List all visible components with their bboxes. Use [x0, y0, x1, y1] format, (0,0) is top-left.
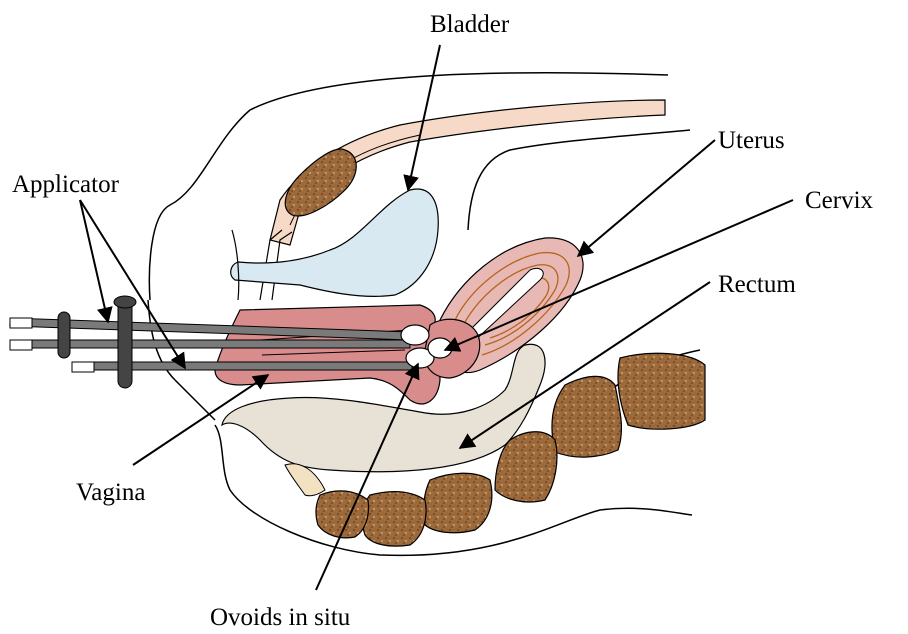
applicator-clamp-knob — [114, 296, 136, 308]
applicator-clamp-left — [58, 312, 70, 358]
ovoids-label: Ovoids in situ — [210, 604, 351, 631]
bladder-shape — [231, 189, 439, 296]
pubic-bone — [285, 149, 356, 216]
bladder-label: Bladder — [430, 11, 510, 38]
uterus-label: Uterus — [718, 127, 785, 154]
applicator-clamp-right — [118, 300, 132, 388]
applicator-arrow-1 — [80, 200, 108, 322]
rectum-label: Rectum — [718, 271, 796, 298]
cervix-label: Cervix — [805, 187, 874, 214]
uterus-arrow — [578, 140, 715, 256]
vagina-label: Vagina — [76, 479, 145, 506]
bladder-arrow — [408, 45, 440, 190]
applicator-label: Applicator — [12, 171, 120, 198]
